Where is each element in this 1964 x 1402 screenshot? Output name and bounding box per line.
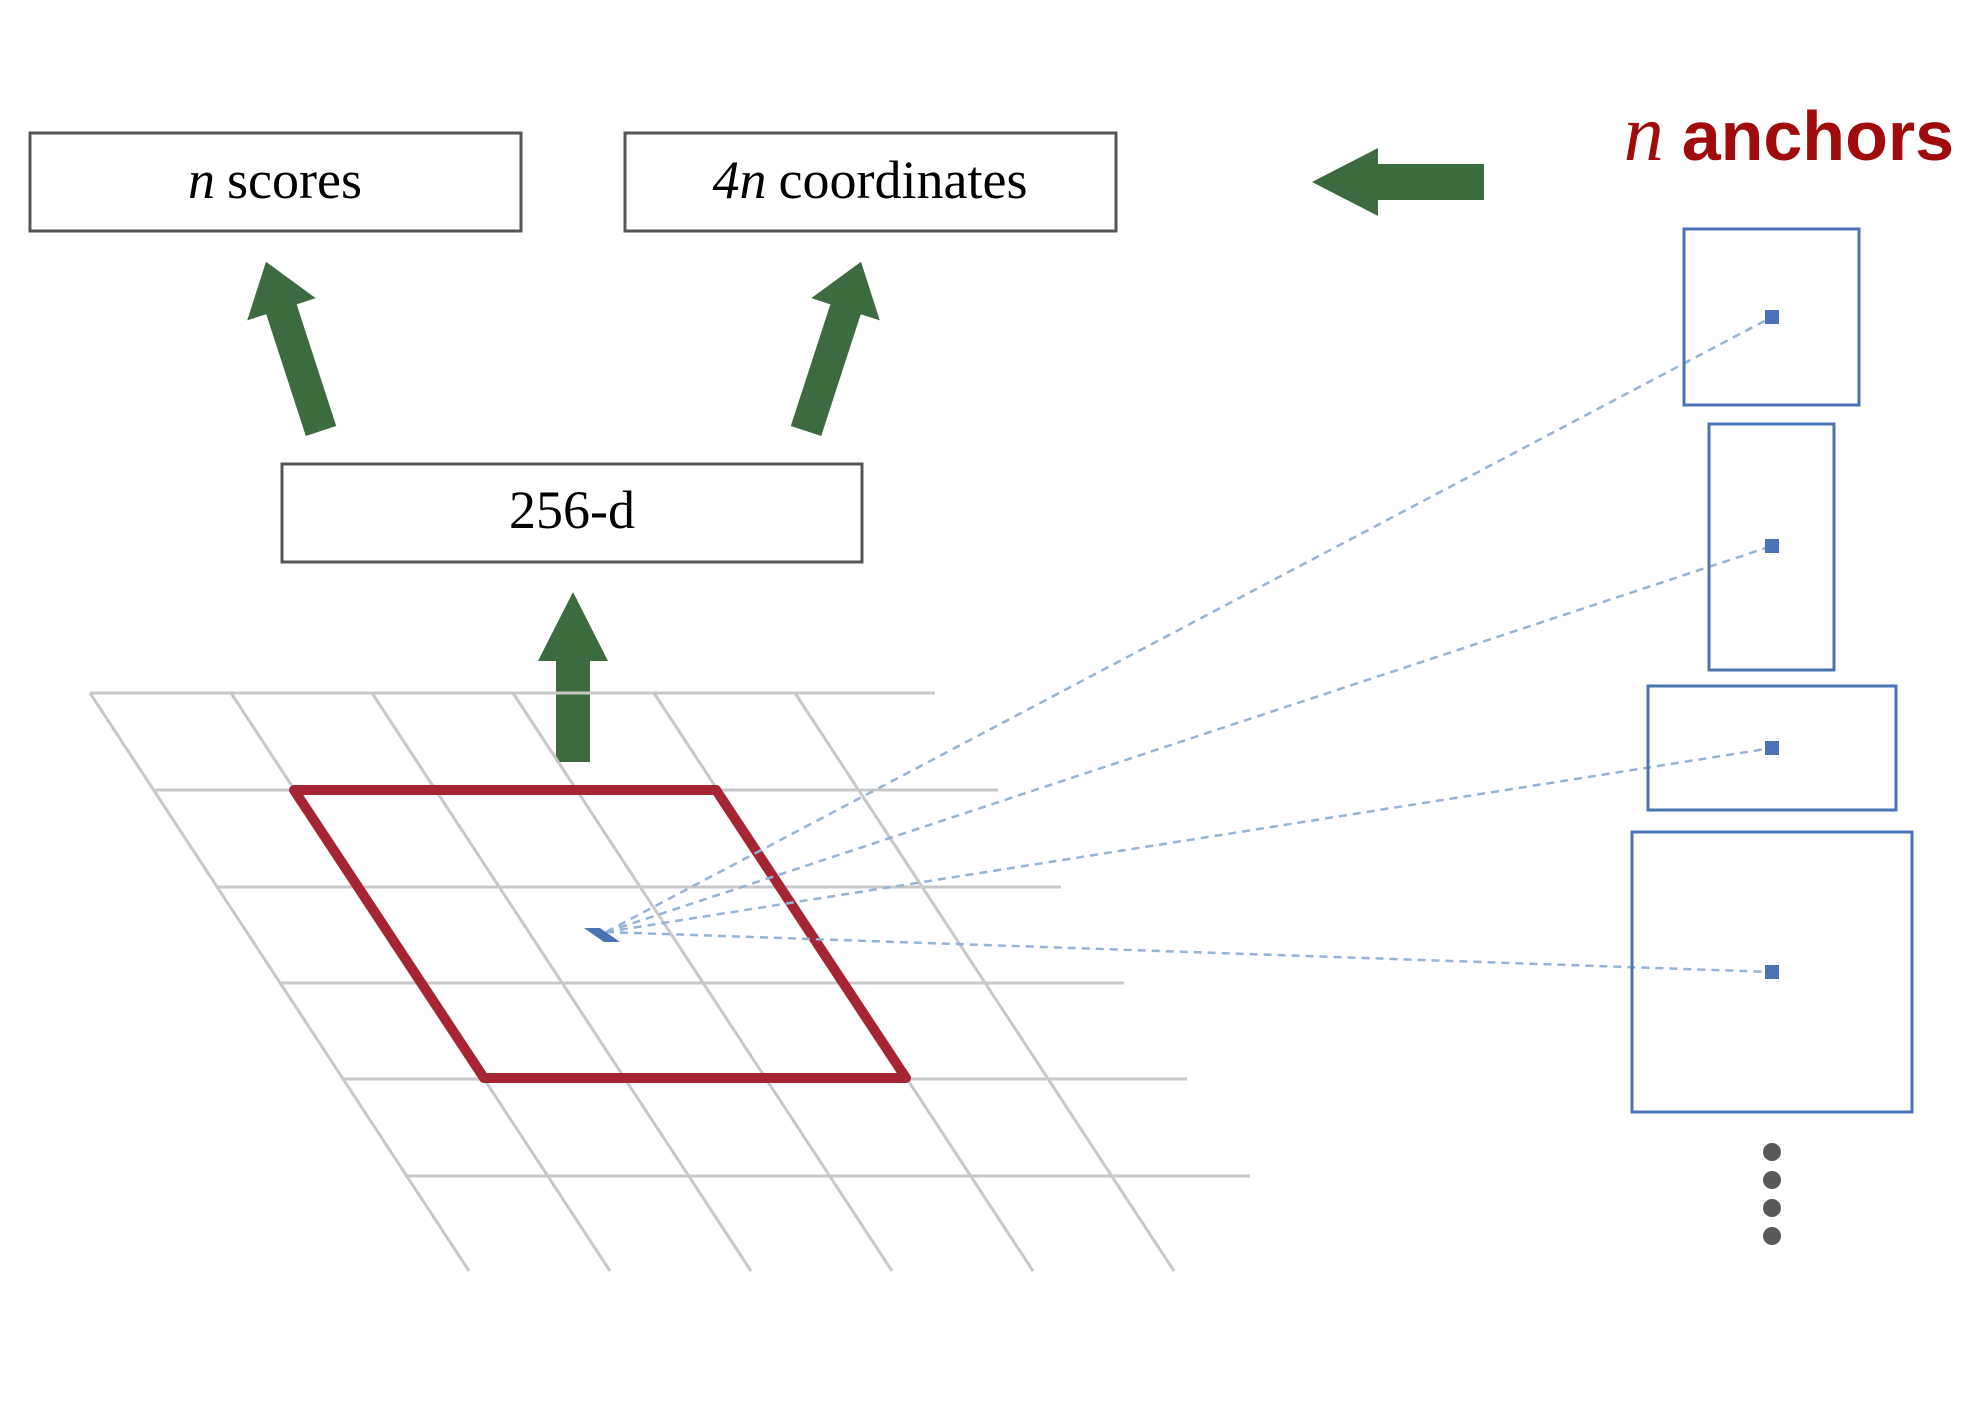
anchor-box (1630, 830, 1914, 1114)
projection-line (605, 544, 1773, 934)
anchor-center-point (1765, 539, 1779, 553)
ellipsis-dot (1763, 1199, 1781, 1217)
anchors-n-symbol: n (1624, 90, 1664, 178)
anchor-boxes (1630, 227, 1914, 1114)
anchor-center-point (1765, 741, 1779, 755)
feature-box: 256-d (280, 462, 864, 564)
anchor-center-point (1765, 965, 1779, 979)
grid-col-line (88, 692, 471, 1272)
feature-label: 256-d (509, 480, 635, 540)
ellipsis-dot (1763, 1143, 1781, 1161)
anchor-box (1682, 227, 1861, 407)
anchor-projection-lines (605, 315, 1773, 974)
sliding-window (289, 785, 911, 1083)
up-arrow-to-feature-icon (538, 592, 608, 762)
coordinates-4n-symbol: 4n (713, 150, 767, 210)
ellipsis-dot (1763, 1171, 1781, 1189)
ellipsis-dot (1763, 1227, 1781, 1245)
projection-line (605, 930, 1773, 974)
window-center-point (584, 928, 620, 942)
projection-line (605, 315, 1773, 934)
feature-map-grid (88, 691, 1250, 1272)
projection-line (605, 746, 1773, 934)
scores-label: scores (227, 150, 362, 210)
anchors-label: anchors (1682, 97, 1954, 175)
left-arrow-icon (1312, 148, 1484, 216)
anchor-centers (1765, 310, 1779, 979)
grid-col-line (793, 692, 1176, 1272)
up-arrow-to-coordinates-icon (790, 261, 880, 436)
scores-n-symbol: n (188, 150, 215, 210)
coordinates-label: coordinates (779, 150, 1028, 210)
vertical-ellipsis-icon (1763, 1143, 1781, 1245)
up-arrow-to-scores-icon (247, 261, 337, 436)
anchor-box (1646, 684, 1898, 812)
anchor-center-point (1765, 310, 1779, 324)
anchor-box (1707, 422, 1836, 672)
